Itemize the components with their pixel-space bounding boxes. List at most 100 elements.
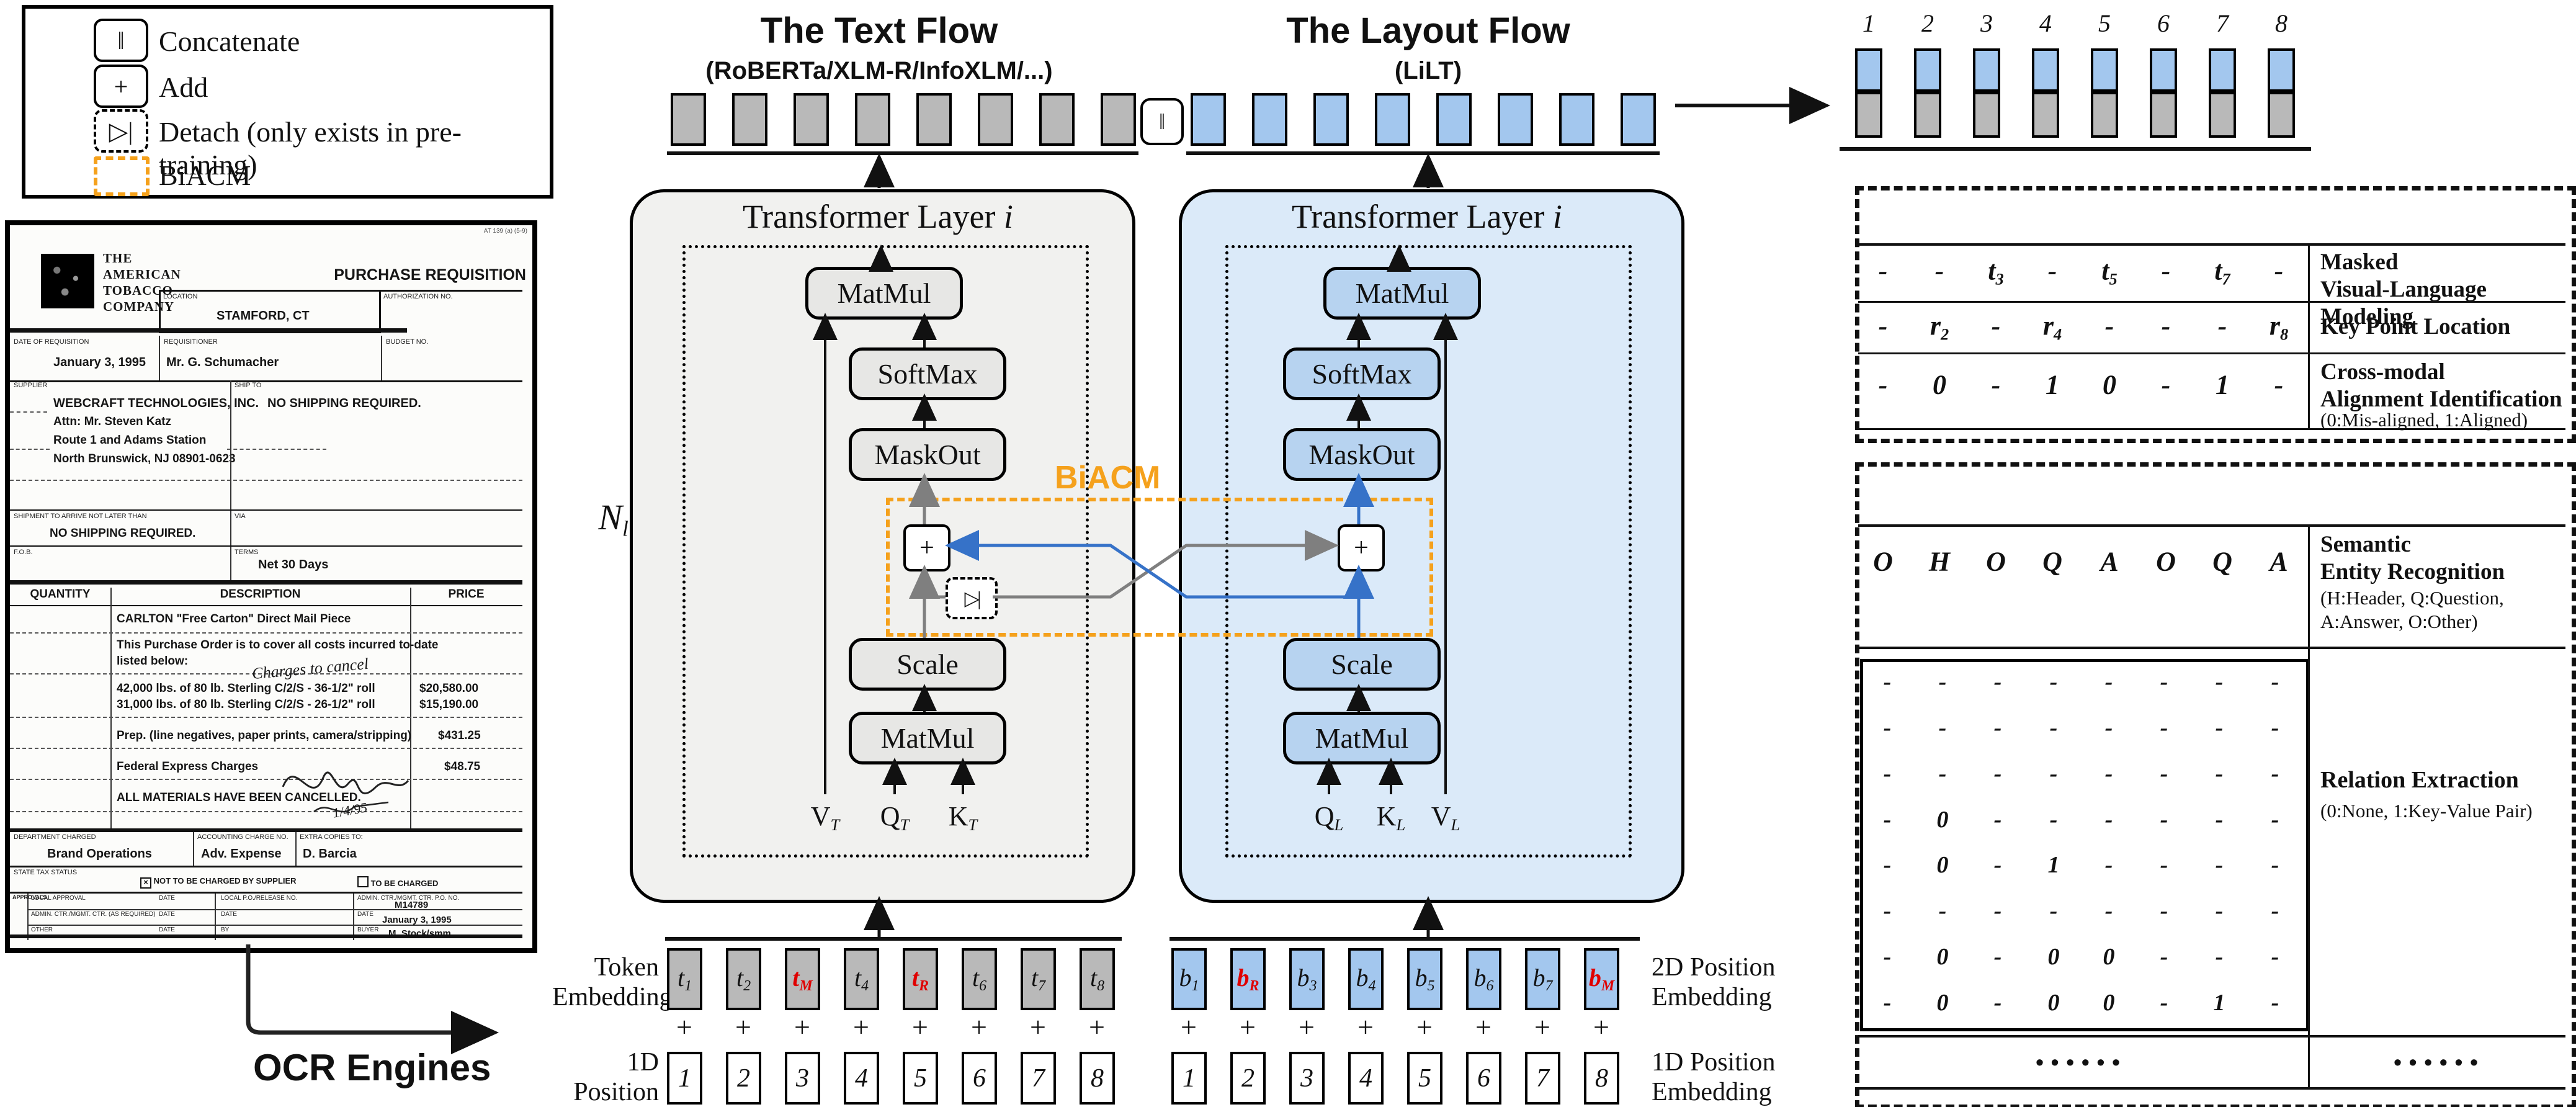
re-cell: - — [1993, 944, 2002, 970]
stack-blue-half — [2091, 48, 2118, 92]
pos-number: 5 — [914, 1064, 927, 1093]
add-op: + — [1475, 1011, 1491, 1043]
mvlm-cell: t7 — [2214, 255, 2230, 289]
stack-gray-half — [1973, 92, 2000, 138]
block-label: MaskOut — [1308, 439, 1415, 470]
layout-output-token — [1313, 93, 1349, 146]
approval-cell-label: DATE — [159, 911, 175, 918]
pos-number: 2 — [737, 1064, 750, 1093]
pos1d-box-right: 2 — [1230, 1052, 1266, 1105]
add-op: + — [1299, 1011, 1315, 1043]
legend: ‖ Concatenate + Add ▷| Detach (only exis… — [22, 5, 553, 199]
supplier-line: WEBCRAFT TECHNOLOGIES, INC. — [53, 397, 259, 410]
layout-q-input-label: QL — [1315, 800, 1343, 835]
re-cell: - — [1883, 669, 1892, 695]
add-op: + — [1416, 1011, 1433, 1043]
note-line: (H:Header, Q:Question, — [2320, 587, 2504, 609]
re-cell: - — [2160, 761, 2168, 787]
re-cell: - — [2104, 761, 2113, 787]
layout-embedding-box: b7 — [1525, 948, 1560, 1010]
layout-matmul-top-block: MatMul — [1323, 267, 1481, 320]
handwritten-note: Charges to cancel — [251, 654, 370, 683]
re-cell: - — [2215, 715, 2224, 741]
add-op: + — [676, 1011, 692, 1043]
date-value: January 3, 1995 — [53, 356, 146, 369]
approval-cell-label: ADMIN. CTR./MGMT. CTR. (AS REQUIRED) — [31, 911, 156, 918]
layout-flow-subtitle: (LiLT) — [1394, 57, 1462, 84]
label-line: 1D Position — [573, 1048, 659, 1106]
text-output-token — [732, 93, 767, 146]
re-cell: - — [1938, 669, 1947, 695]
ellipsis-right: •••••• — [2394, 1049, 2485, 1075]
doc-rule — [10, 328, 407, 333]
re-cell: - — [2215, 898, 2224, 924]
authorization-box: AUTHORIZATION NO. — [381, 290, 522, 331]
k-base: K — [1376, 801, 1397, 831]
pos1d-box: 7 — [1021, 1052, 1056, 1105]
kpl-cell: - — [1878, 310, 1888, 341]
line-price: $431.25 — [438, 729, 481, 742]
pos1d-box-right: 5 — [1407, 1052, 1442, 1105]
approval-cell-label: DATE — [159, 926, 175, 933]
location-label: LOCATION — [163, 293, 198, 300]
q-base: Q — [880, 801, 900, 831]
mvlm-cell: - — [2047, 255, 2057, 286]
accounting-label: ACCOUNTING CHARGE NO. — [197, 833, 288, 841]
re-cell: - — [2271, 807, 2279, 833]
re-cell: - — [1883, 944, 1892, 970]
line-item: listed below: — [117, 655, 189, 668]
supplier-line: North Brunswick, NJ 08901-0623 — [53, 452, 236, 465]
department-label: DEPARTMENT CHARGED — [14, 833, 96, 841]
re-cell: - — [2215, 852, 2224, 878]
pos1d-box-right: 7 — [1525, 1052, 1560, 1105]
re-cell: - — [2104, 715, 2113, 741]
block-label: Scale — [897, 648, 959, 680]
supplier-label: SUPPLIER — [14, 382, 48, 389]
mvlm-cell: - — [1934, 255, 1944, 286]
stack-index: 2 — [1921, 9, 1934, 37]
ser-cell: H — [1928, 546, 1951, 577]
ser-cell: A — [2100, 546, 2119, 577]
add-op: + — [1089, 1011, 1105, 1043]
mvlm-cell: - — [1878, 255, 1888, 286]
description-header: DESCRIPTION — [220, 588, 301, 601]
token-symbol: t4 — [854, 964, 869, 995]
text-output-token — [916, 93, 952, 146]
budget-label: BUDGET NO. — [386, 338, 429, 346]
detach-glyph: ▷| — [109, 117, 133, 145]
layer-title-text: Transformer Layer — [743, 198, 1004, 235]
concatenate-glyph: ‖ — [117, 26, 125, 55]
layout-embedding-underline — [1169, 937, 1640, 941]
block-label: MatMul — [837, 277, 931, 309]
line-price: $20,580.00 — [419, 682, 479, 695]
re-cell: - — [2271, 715, 2279, 741]
text-maskout-block: MaskOut — [849, 428, 1006, 481]
tax-option-2: TO BE CHARGED — [357, 876, 438, 888]
stack-index: 1 — [1863, 9, 1875, 37]
kpl-cell: - — [1991, 310, 2001, 341]
line-price: $15,190.00 — [419, 698, 479, 711]
re-cell: - — [1938, 715, 1947, 741]
tax-option-2-label: TO BE CHARGED — [370, 879, 439, 888]
add-op: + — [971, 1011, 987, 1043]
stack-gray-half — [1914, 92, 1941, 138]
layout-output-token — [1375, 93, 1410, 146]
token-symbol: t7 — [1031, 964, 1046, 995]
kpl-cell: - — [2104, 310, 2114, 341]
re-cell: 0 — [1936, 852, 1949, 878]
re-cell: - — [1993, 990, 2002, 1016]
stack-index: 5 — [2098, 9, 2111, 37]
layout-embedding-box: b1 — [1171, 948, 1207, 1010]
v-sub: T — [830, 815, 840, 834]
add-op: + — [1357, 1011, 1374, 1043]
q-sub: T — [900, 815, 910, 834]
re-cell: - — [1883, 761, 1892, 787]
fob-row: F.O.B. TERMS Net 30 Days — [10, 545, 522, 581]
company-name: THE AMERICAN TOBACCO COMPANY — [103, 250, 181, 315]
cai-label: Cross-modal Alignment Identification — [2320, 359, 2562, 413]
box-symbol: b1 — [1179, 964, 1199, 995]
re-cell: - — [2049, 807, 2058, 833]
re-cell: - — [1883, 852, 1892, 878]
location-value: STAMFORD, CT — [217, 309, 310, 323]
